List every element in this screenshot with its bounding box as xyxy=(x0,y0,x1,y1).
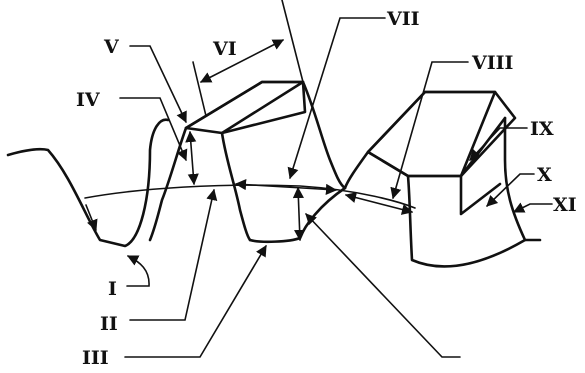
middle-tooth-left-flank xyxy=(148,126,188,242)
leader-VIII xyxy=(390,61,469,200)
label-III: III xyxy=(82,347,109,369)
label-IV: IV xyxy=(76,89,101,111)
dim-arrow-addendum xyxy=(185,130,199,186)
label-I: I xyxy=(108,278,117,300)
label-IX: IX xyxy=(530,118,554,140)
right-tooth-edges xyxy=(366,90,507,178)
leader-long xyxy=(305,213,461,358)
middle-tooth-front-flank xyxy=(220,131,252,242)
leader-V xyxy=(129,45,187,124)
label-VII: VII xyxy=(386,8,420,30)
leader-IX xyxy=(469,127,528,161)
label-VI: VI xyxy=(212,38,237,60)
tooth-root-bottom xyxy=(248,186,347,244)
dim-arrow-dedendum xyxy=(292,186,306,242)
leader-IV xyxy=(119,97,188,162)
label-II: II xyxy=(100,313,118,335)
leader-I xyxy=(126,255,150,287)
label-V: V xyxy=(103,36,120,58)
pitch-line xyxy=(84,184,416,209)
dim-arrow-VI xyxy=(200,39,284,83)
right-tooth-right-flank xyxy=(459,116,542,242)
label-X: X xyxy=(537,164,552,186)
dim-line-VI-ext xyxy=(281,0,304,83)
dim-arrow-tooth-thickness xyxy=(234,179,338,195)
dim-line-VI-ext2 xyxy=(192,61,207,117)
leader-III xyxy=(124,245,267,358)
left-tooth-profile xyxy=(6,118,170,248)
label-VIII: VIII xyxy=(471,52,514,74)
dim-arrow-space-width xyxy=(344,192,414,215)
leader-VII xyxy=(287,17,386,180)
label-XI: XI xyxy=(553,194,577,216)
leader-X xyxy=(486,173,535,207)
leader-I-2 xyxy=(85,204,98,232)
leader-II xyxy=(129,188,218,321)
middle-tooth-right-flank xyxy=(301,80,347,190)
leader-XI xyxy=(512,202,553,213)
